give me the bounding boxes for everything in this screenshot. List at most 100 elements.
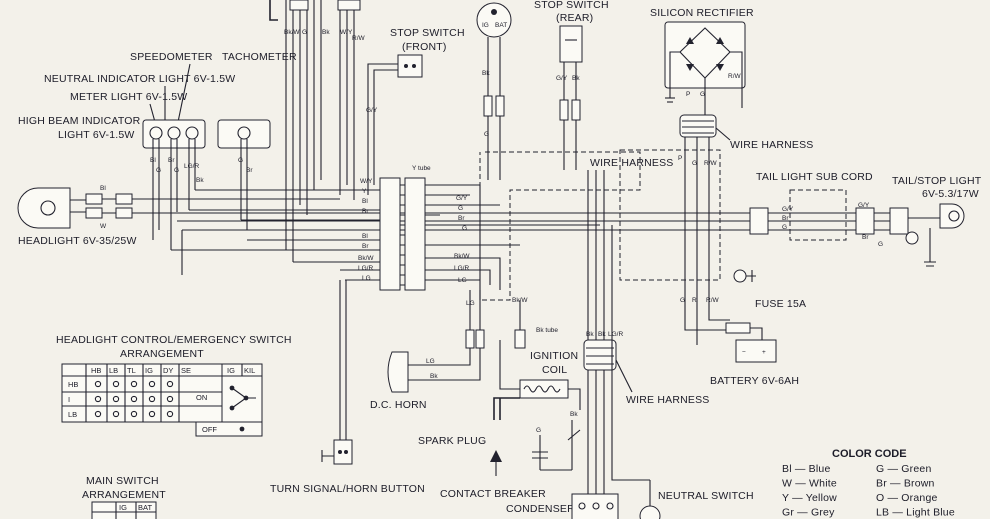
switch-contact: [166, 410, 174, 418]
color-code-entry: W — White: [782, 478, 837, 490]
color-code-entry: G — Green: [876, 463, 931, 475]
stop-switch-front: STOP SWITCH (FRONT) G/Y: [366, 27, 465, 195]
label-bk-tube: Bk tube: [536, 327, 558, 334]
switch-column-header: DY: [163, 366, 173, 375]
label-stop-switch-rear: STOP SWITCH: [534, 0, 609, 11]
switch-row-header: LB: [68, 410, 77, 419]
label-turn-signal: TURN SIGNAL/HORN BUTTON: [270, 483, 425, 495]
dc-horn: LG Bk LG D.C. HORN: [370, 290, 485, 411]
tag-ign: Bk: [586, 331, 594, 338]
switch-column-header: HB: [91, 366, 101, 375]
label-silicon-rectifier: SILICON RECTIFIER: [650, 7, 754, 19]
color-code-entry: O — Orange: [876, 492, 938, 504]
switch-column-header: IG: [145, 366, 153, 375]
switch-contact: [148, 395, 156, 403]
label-headlight-switch-sub: ARRANGEMENT: [120, 348, 204, 360]
label-off: OFF: [202, 425, 217, 434]
label-main-ig: IG: [119, 503, 127, 512]
tag-top-col: Bk/W: [284, 29, 300, 36]
label-main-switch-title: MAIN SWITCH: [86, 475, 159, 487]
tag-bus-left: W/Y: [360, 178, 373, 185]
switch-contact: [94, 395, 102, 403]
label-ignition-coil-sub: COIL: [542, 364, 567, 376]
label-main-switch-sub: ARRANGEMENT: [82, 489, 166, 501]
tag-lamp: LG/R: [184, 163, 199, 170]
tag-coil: Bk/W: [512, 297, 528, 304]
label-stop-switch-rear-sub: (REAR): [556, 12, 593, 24]
switch-contact: [112, 410, 120, 418]
tag-tail: Br: [782, 215, 789, 222]
color-code-entry: Bl — Blue: [782, 463, 831, 475]
tag-bus-left: Br: [362, 243, 369, 250]
label-color-code: COLOR CODE: [832, 448, 907, 460]
tag-bus-right: LG/R: [454, 265, 469, 272]
tag-headlight: W: [100, 223, 107, 230]
tag-bus-left: LG: [362, 275, 371, 282]
instrument-lamps: SPEEDOMETER TACHOMETER NEUTRAL INDICATOR…: [18, 51, 297, 250]
headlight-switch-table: HEADLIGHT CONTROL/EMERGENCY SWITCH ARRAN…: [56, 334, 292, 437]
label-fuse: FUSE 15A: [755, 298, 806, 310]
label-headlight-switch-title: HEADLIGHT CONTROL/EMERGENCY SWITCH: [56, 334, 292, 346]
tag-top-col: G: [302, 29, 307, 36]
contact-breaker: G Bk CONTACT BREAKER CONDENSER: [440, 411, 619, 519]
tag-lamp: Br: [246, 167, 253, 174]
tag-lamp: G: [238, 157, 243, 164]
tag-headlight: Bl: [100, 185, 106, 192]
turn-signal-horn-button: TURN SIGNAL/HORN BUTTON: [270, 280, 425, 495]
switch-contact: [166, 395, 174, 403]
label-condenser: CONDENSER: [506, 503, 575, 515]
tag-tail-right: Br: [862, 234, 869, 241]
spark-plug: SPARK PLUG: [418, 397, 520, 476]
label-wire-harness-mid: WIRE HARNESS: [590, 157, 674, 169]
tag-tail-right: G: [878, 241, 883, 248]
tag-stop: G: [484, 131, 489, 138]
label-speedometer: SPEEDOMETER: [130, 51, 213, 63]
label-tail-sub-cord: TAIL LIGHT SUB CORD: [756, 171, 873, 183]
color-code-legend: COLOR CODE Bl — Blue W — White Y — Yellow G…: [782, 448, 955, 519]
switch-contact: [112, 395, 120, 403]
label-ig: IG: [227, 366, 235, 375]
tag-top-col: W/Y: [340, 29, 353, 36]
label-headlight: HEADLIGHT 6V-35/25W: [18, 235, 137, 247]
tag-tail-right: G/Y: [858, 202, 870, 209]
tag-fuse: R/W: [706, 297, 720, 304]
tag-rect: R/W: [728, 73, 742, 80]
label-contact-breaker: CONTACT BREAKER: [440, 488, 546, 500]
label-neutral-light: NEUTRAL INDICATOR LIGHT 6V-1.5W: [44, 73, 235, 85]
tag-bus-left: Bk/W: [358, 255, 374, 262]
label-y-tube: Y tube: [412, 165, 431, 172]
label-spark-plug: SPARK PLUG: [418, 435, 486, 447]
tag-rect: G: [700, 91, 705, 98]
label-wire-harness-upper: WIRE HARNESS: [730, 139, 814, 151]
switch-contact: [94, 380, 102, 388]
tag-coil: Bk: [430, 373, 438, 380]
label-wire-harness-lower: WIRE HARNESS: [626, 394, 710, 406]
tag-coil: LG: [466, 300, 475, 307]
tag-lower: G: [536, 427, 541, 434]
battery-plus: +: [762, 349, 766, 356]
tag-bus-right: G: [458, 205, 463, 212]
label-stop-switch-front-sub: (FRONT): [402, 41, 447, 53]
label-main-bat: BAT: [138, 503, 152, 512]
tag-harness: P: [678, 155, 682, 162]
fuse-battery: FUSE 15A − + BATTERY 6V-6AH G R R/W: [680, 269, 806, 387]
tag-fuse: R: [692, 297, 697, 304]
color-code-entry: Y — Yellow: [782, 492, 837, 504]
label-high-beam: HIGH BEAM INDICATOR: [18, 115, 141, 127]
switch-contact: [130, 395, 138, 403]
tag-stop: G/Y: [556, 75, 568, 82]
switch-row-header: I: [68, 395, 70, 404]
label-dc-horn: D.C. HORN: [370, 399, 427, 411]
switch-contact: [112, 380, 120, 388]
stop-switch-rear: STOP SWITCH (REAR) G/Y Bk: [534, 0, 609, 170]
tag-bus-right: Bk/W: [454, 253, 470, 260]
switch-row-header: HB: [68, 380, 78, 389]
label-tachometer: TACHOMETER: [222, 51, 297, 63]
headlight: Bl W HEADLIGHT 6V-35/25W: [17, 185, 159, 247]
switch-contact: [166, 380, 174, 388]
tag-bus-left: Bl: [362, 233, 368, 240]
switch-contact: [130, 410, 138, 418]
tag-rect: P: [686, 91, 690, 98]
